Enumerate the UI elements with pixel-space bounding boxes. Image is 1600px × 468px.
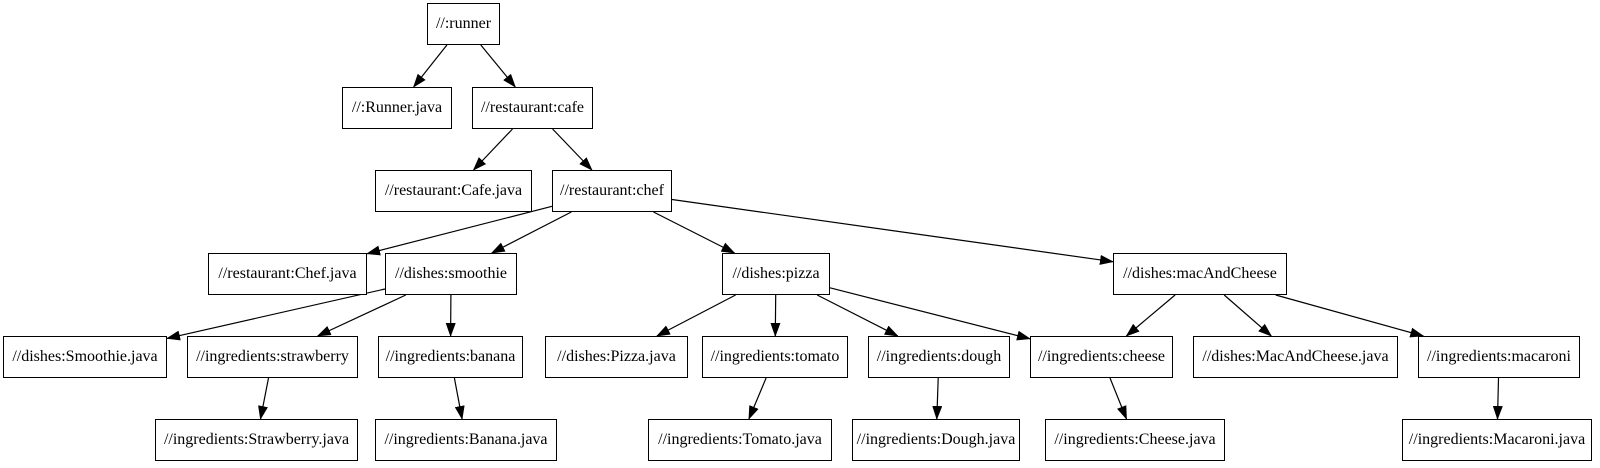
graph-node-label: //dishes:macAndCheese — [1123, 265, 1277, 282]
graph-node-runner-java: //:Runner.java — [342, 87, 452, 129]
graph-edge-pizza-to-cheese — [829, 287, 1031, 341]
graph-node-cheese: //ingredients:cheese — [1030, 336, 1173, 378]
graph-node-label: //restaurant:Chef.java — [218, 265, 357, 282]
graph-node-smoothie-java: //dishes:Smoothie.java — [3, 336, 167, 378]
graph-node-label: //ingredients:tomato — [710, 348, 840, 365]
graph-node-dough: //ingredients:dough — [868, 336, 1010, 378]
graph-edge-smoothie-to-smoothie-java — [166, 288, 386, 341]
graph-edge-pizza-to-dough — [816, 294, 899, 337]
graph-node-banana-java: //ingredients:Banana.java — [375, 419, 557, 461]
graph-node-strawberry: //ingredients:strawberry — [187, 336, 358, 378]
graph-node-tomato: //ingredients:tomato — [702, 336, 848, 378]
graph-node-tomato-java: //ingredients:Tomato.java — [648, 419, 832, 461]
graph-edge-cafe-to-cafe-java — [472, 128, 513, 171]
graph-edge-chef-to-macandcheese — [671, 198, 1114, 265]
graph-node-label: //dishes:smoothie — [395, 265, 507, 282]
graph-edge-macandcheese-to-cheese — [1125, 294, 1176, 337]
graph-node-label: //:runner — [435, 15, 492, 32]
graph-edge-tomato-to-tomato-java — [748, 377, 767, 420]
graph-node-label: //ingredients:Tomato.java — [658, 431, 822, 448]
graph-node-cafe: //restaurant:cafe — [472, 87, 593, 129]
graph-node-pizza-java: //dishes:Pizza.java — [545, 336, 688, 378]
graph-node-chef: //restaurant:chef — [552, 170, 672, 212]
graph-node-label: //restaurant:Cafe.java — [384, 182, 523, 199]
graph-edge-macandcheese-to-macandcheese-java — [1223, 294, 1273, 337]
graph-node-label: //ingredients:Banana.java — [384, 431, 548, 448]
graph-node-strawberry-java: //ingredients:Strawberry.java — [155, 419, 358, 461]
graph-edge-macandcheese-to-macaroni — [1275, 294, 1425, 338]
graph-edge-chef-to-chef-java — [366, 205, 553, 256]
graph-edge-smoothie-to-strawberry — [316, 294, 407, 337]
graph-edge-strawberry-to-strawberry-java — [258, 377, 270, 420]
graph-edge-pizza-to-pizza-java — [656, 294, 736, 337]
graph-node-label: //ingredients:Macaroni.java — [1408, 431, 1586, 448]
graph-edge-cheese-to-cheese-java — [1109, 377, 1128, 420]
graph-node-cafe-java: //restaurant:Cafe.java — [375, 170, 532, 212]
graph-node-label: //ingredients:banana — [385, 348, 516, 365]
graph-edge-cafe-to-chef — [552, 128, 593, 171]
graph-node-macaroni-java: //ingredients:Macaroni.java — [1402, 419, 1592, 461]
graph-node-label: //ingredients:macaroni — [1427, 348, 1571, 365]
graph-node-pizza: //dishes:pizza — [722, 253, 830, 295]
graph-node-macandcheese: //dishes:macAndCheese — [1113, 253, 1287, 295]
graph-node-label: //restaurant:chef — [560, 182, 664, 199]
graph-node-label: //ingredients:Cheese.java — [1054, 431, 1216, 448]
graph-node-label: //ingredients:dough — [876, 348, 1002, 365]
graph-node-macaroni: //ingredients:macaroni — [1418, 336, 1580, 378]
graph-node-cheese-java: //ingredients:Cheese.java — [1045, 419, 1225, 461]
graph-edge-runner-to-runner-java — [412, 44, 448, 88]
graph-node-label: //dishes:Smoothie.java — [12, 348, 158, 365]
graph-node-label: //ingredients:strawberry — [196, 348, 349, 365]
graph-node-chef-java: //restaurant:Chef.java — [208, 253, 367, 295]
graph-node-runner: //:runner — [427, 3, 500, 45]
graph-node-label: //ingredients:Strawberry.java — [163, 431, 350, 448]
graph-edge-banana-to-banana-java — [453, 377, 465, 420]
graph-node-label: //:Runner.java — [351, 99, 443, 116]
graph-edge-macaroni-to-macaroni-java — [1492, 377, 1503, 420]
graph-node-dough-java: //ingredients:Dough.java — [852, 419, 1020, 461]
graph-edge-dough-to-dough-java — [932, 377, 943, 420]
graph-node-label: //dishes:MacAndCheese.java — [1202, 348, 1389, 365]
graph-node-smoothie: //dishes:smoothie — [385, 253, 517, 295]
graph-node-label: //restaurant:cafe — [480, 99, 585, 116]
graph-edge-chef-to-smoothie — [490, 211, 572, 254]
graph-edge-runner-to-cafe — [480, 44, 516, 88]
graph-node-macandcheese-java: //dishes:MacAndCheese.java — [1193, 336, 1398, 378]
graph-node-label: //ingredients:Dough.java — [856, 431, 1016, 448]
graph-node-label: //ingredients:cheese — [1037, 348, 1166, 365]
graph-edge-chef-to-pizza — [653, 211, 736, 254]
graph-node-label: //dishes:pizza — [732, 265, 820, 282]
graph-node-label: //dishes:Pizza.java — [557, 348, 676, 365]
graph-node-banana: //ingredients:banana — [378, 336, 523, 378]
